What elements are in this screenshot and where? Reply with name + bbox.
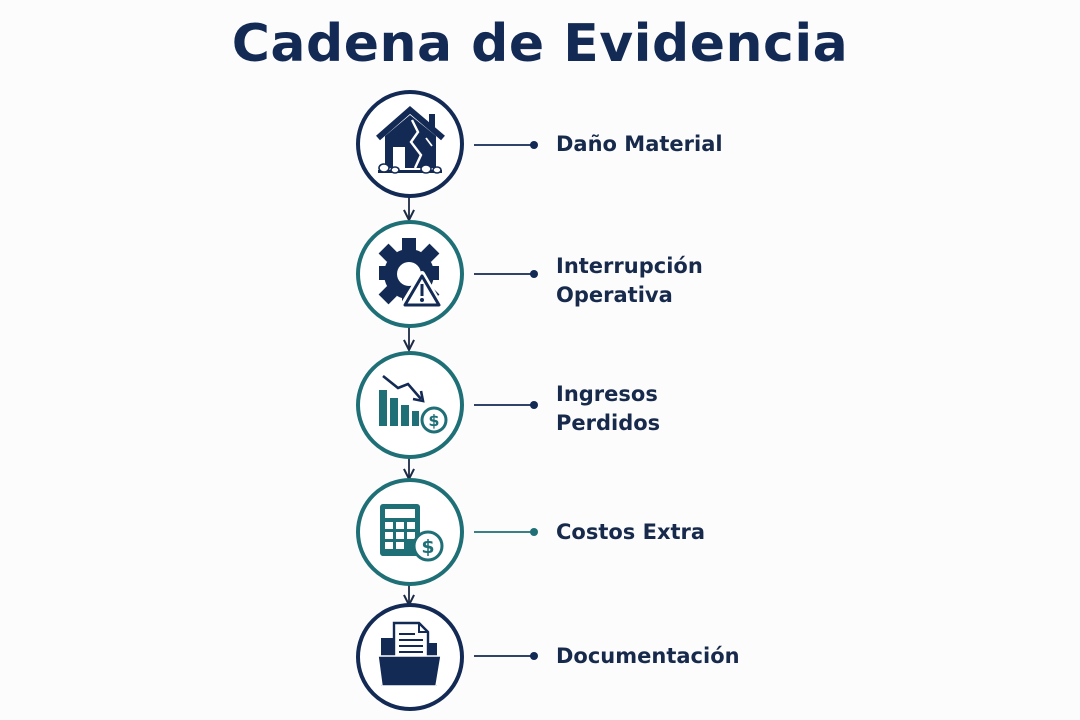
- calculator-dollar-icon: $: [380, 504, 444, 562]
- svg-text:$: $: [428, 411, 439, 430]
- step-label-3: Ingresos Perdidos: [556, 382, 661, 435]
- svg-text:$: $: [421, 536, 434, 558]
- page-title: Cadena de Evidencia: [231, 14, 849, 74]
- declining-bars-dollar-icon: $: [379, 374, 448, 434]
- step-label-2: Interrupción Operativa: [556, 254, 703, 307]
- leader-line-2: [474, 270, 538, 278]
- step-5-node: [356, 603, 464, 711]
- gear-warning-icon: [378, 238, 444, 310]
- leader-line-5: [474, 652, 538, 660]
- leader-line-3: [474, 401, 538, 409]
- step-4-node: $: [356, 478, 464, 586]
- step-3-node: $: [356, 351, 464, 459]
- leader-line-1: [474, 141, 538, 149]
- step-2-node: [356, 220, 464, 328]
- leader-line-4: [474, 528, 538, 536]
- step-1-node: [356, 90, 464, 198]
- document-folder-icon: [377, 621, 442, 687]
- step-label-1: Daño Material: [556, 132, 723, 156]
- step-label-4: Costos Extra: [556, 520, 706, 544]
- step-label-5: Documentación: [556, 644, 740, 668]
- cracked-house-icon: [376, 106, 445, 174]
